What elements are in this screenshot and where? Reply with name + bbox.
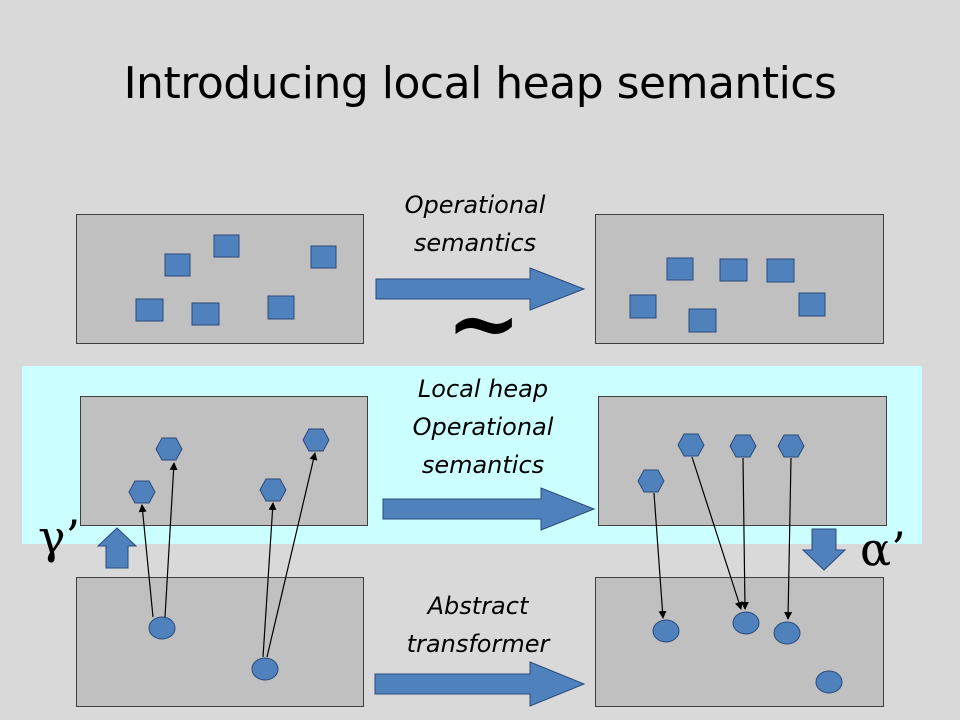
heap-object-square bbox=[310, 245, 337, 269]
local-heap-heading: Local heap bbox=[417, 375, 549, 403]
label-line: semantics bbox=[413, 229, 537, 257]
heap-object-square bbox=[719, 258, 748, 282]
label-line: Operational bbox=[412, 413, 554, 441]
heap-object-square bbox=[688, 308, 717, 333]
abstract-node-circle bbox=[815, 670, 843, 694]
pointer-edge bbox=[164, 462, 178, 618]
heap-object-square bbox=[213, 234, 240, 258]
right-arrow bbox=[382, 487, 596, 531]
operational-semantics-label: Operational semantics bbox=[370, 186, 580, 262]
label-line: transformer bbox=[406, 630, 550, 658]
label-line: semantics bbox=[421, 451, 545, 479]
heap-object-hexagon bbox=[729, 434, 757, 458]
heap-object-hexagon bbox=[128, 480, 156, 504]
abstract-node-circle bbox=[251, 657, 279, 681]
right-arrow bbox=[375, 267, 586, 311]
heap-object-hexagon bbox=[259, 478, 287, 502]
label-line: Abstract bbox=[427, 592, 529, 620]
heap-object-hexagon bbox=[637, 469, 665, 493]
heap-object-square bbox=[135, 298, 164, 322]
heap-object-hexagon bbox=[777, 434, 805, 458]
gamma-prime-symbol: γ’ bbox=[38, 510, 81, 564]
label-line: Operational bbox=[404, 191, 546, 219]
abstract-transformer-label: Abstract transformer bbox=[370, 587, 586, 663]
heap-object-hexagon bbox=[155, 437, 183, 461]
abstract-node-circle bbox=[773, 621, 801, 645]
heap-object-square bbox=[629, 294, 657, 319]
pointer-edge bbox=[691, 456, 743, 610]
up-arrow bbox=[96, 527, 138, 569]
pointer-edge bbox=[138, 504, 154, 618]
pointer-edge bbox=[653, 492, 667, 619]
heap-object-hexagon bbox=[302, 428, 330, 452]
abstract-node-circle bbox=[732, 611, 760, 635]
right-arrow bbox=[374, 661, 586, 707]
heap-object-square bbox=[666, 257, 694, 281]
abstract-node-circle bbox=[148, 616, 176, 640]
heap-object-square bbox=[766, 258, 795, 283]
down-arrow bbox=[801, 528, 847, 571]
local-heap-semantics-label: Local heap Operational semantics bbox=[378, 370, 588, 484]
pointer-edge bbox=[784, 457, 793, 620]
local-state-before bbox=[80, 396, 368, 526]
pointer-edge bbox=[740, 457, 749, 610]
abstract-state-before bbox=[76, 577, 364, 707]
heap-object-square bbox=[191, 302, 220, 326]
pointer-edge bbox=[262, 502, 277, 658]
alpha-prime-symbol: α’ bbox=[860, 522, 906, 576]
slide-title: Introducing local heap semantics bbox=[123, 58, 837, 109]
heap-object-square bbox=[164, 253, 191, 277]
heap-object-square bbox=[798, 292, 826, 317]
pointer-edge bbox=[266, 452, 318, 658]
heap-object-square bbox=[267, 295, 295, 320]
abstract-node-circle bbox=[652, 619, 680, 643]
heap-object-hexagon bbox=[677, 433, 705, 457]
